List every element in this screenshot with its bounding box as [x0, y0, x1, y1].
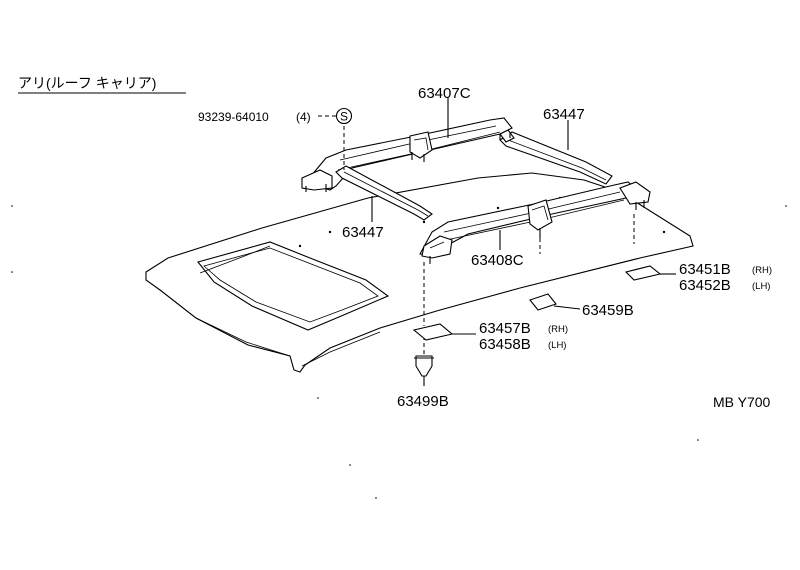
side-rail-63407C	[301, 117, 513, 192]
side-rail-63408C	[419, 181, 651, 264]
reference-code: MB Y700	[713, 394, 771, 410]
clip-63499B	[414, 355, 434, 386]
label-63447-left: 63447	[342, 224, 384, 241]
rear-cross-bar-63447	[499, 129, 613, 185]
s-symbol-letter: S	[340, 110, 348, 124]
label-63451B: 63451B	[679, 261, 731, 278]
label-63458B: 63458B	[479, 336, 531, 353]
fastener-quantity: (4)	[296, 110, 311, 124]
pad-63459B	[529, 293, 557, 311]
s-symbol-icon	[335, 107, 353, 125]
label-63447-top: 63447	[543, 106, 585, 123]
assembly-lines	[343, 126, 635, 354]
label-63499B: 63499B	[397, 393, 449, 410]
roof-panel	[145, 172, 694, 373]
fastener-part-number: 93239-64010	[198, 110, 269, 124]
label-63451B-side: (RH)	[752, 265, 772, 276]
label-63452B: 63452B	[679, 277, 731, 294]
pad-63451B-63452B	[624, 265, 662, 281]
sunroof-opening	[197, 241, 390, 331]
pad-63457B-63458B	[412, 323, 454, 341]
scan-specks	[11, 205, 787, 499]
fastener-93239-64010: 93239-64010 (4) S	[198, 107, 353, 125]
leader-lines	[371, 98, 676, 335]
section-header: アリ(ルーフ キャリア)	[18, 75, 156, 91]
label-63457B-side: (RH)	[548, 324, 568, 335]
label-63408C: 63408C	[471, 252, 524, 269]
label-63457B: 63457B	[479, 320, 531, 337]
front-cross-bar-63447	[335, 165, 433, 221]
label-63458B-side: (LH)	[548, 340, 566, 351]
label-63452B-side: (LH)	[752, 281, 770, 292]
label-63407C: 63407C	[418, 85, 471, 102]
label-63459B: 63459B	[582, 302, 634, 319]
